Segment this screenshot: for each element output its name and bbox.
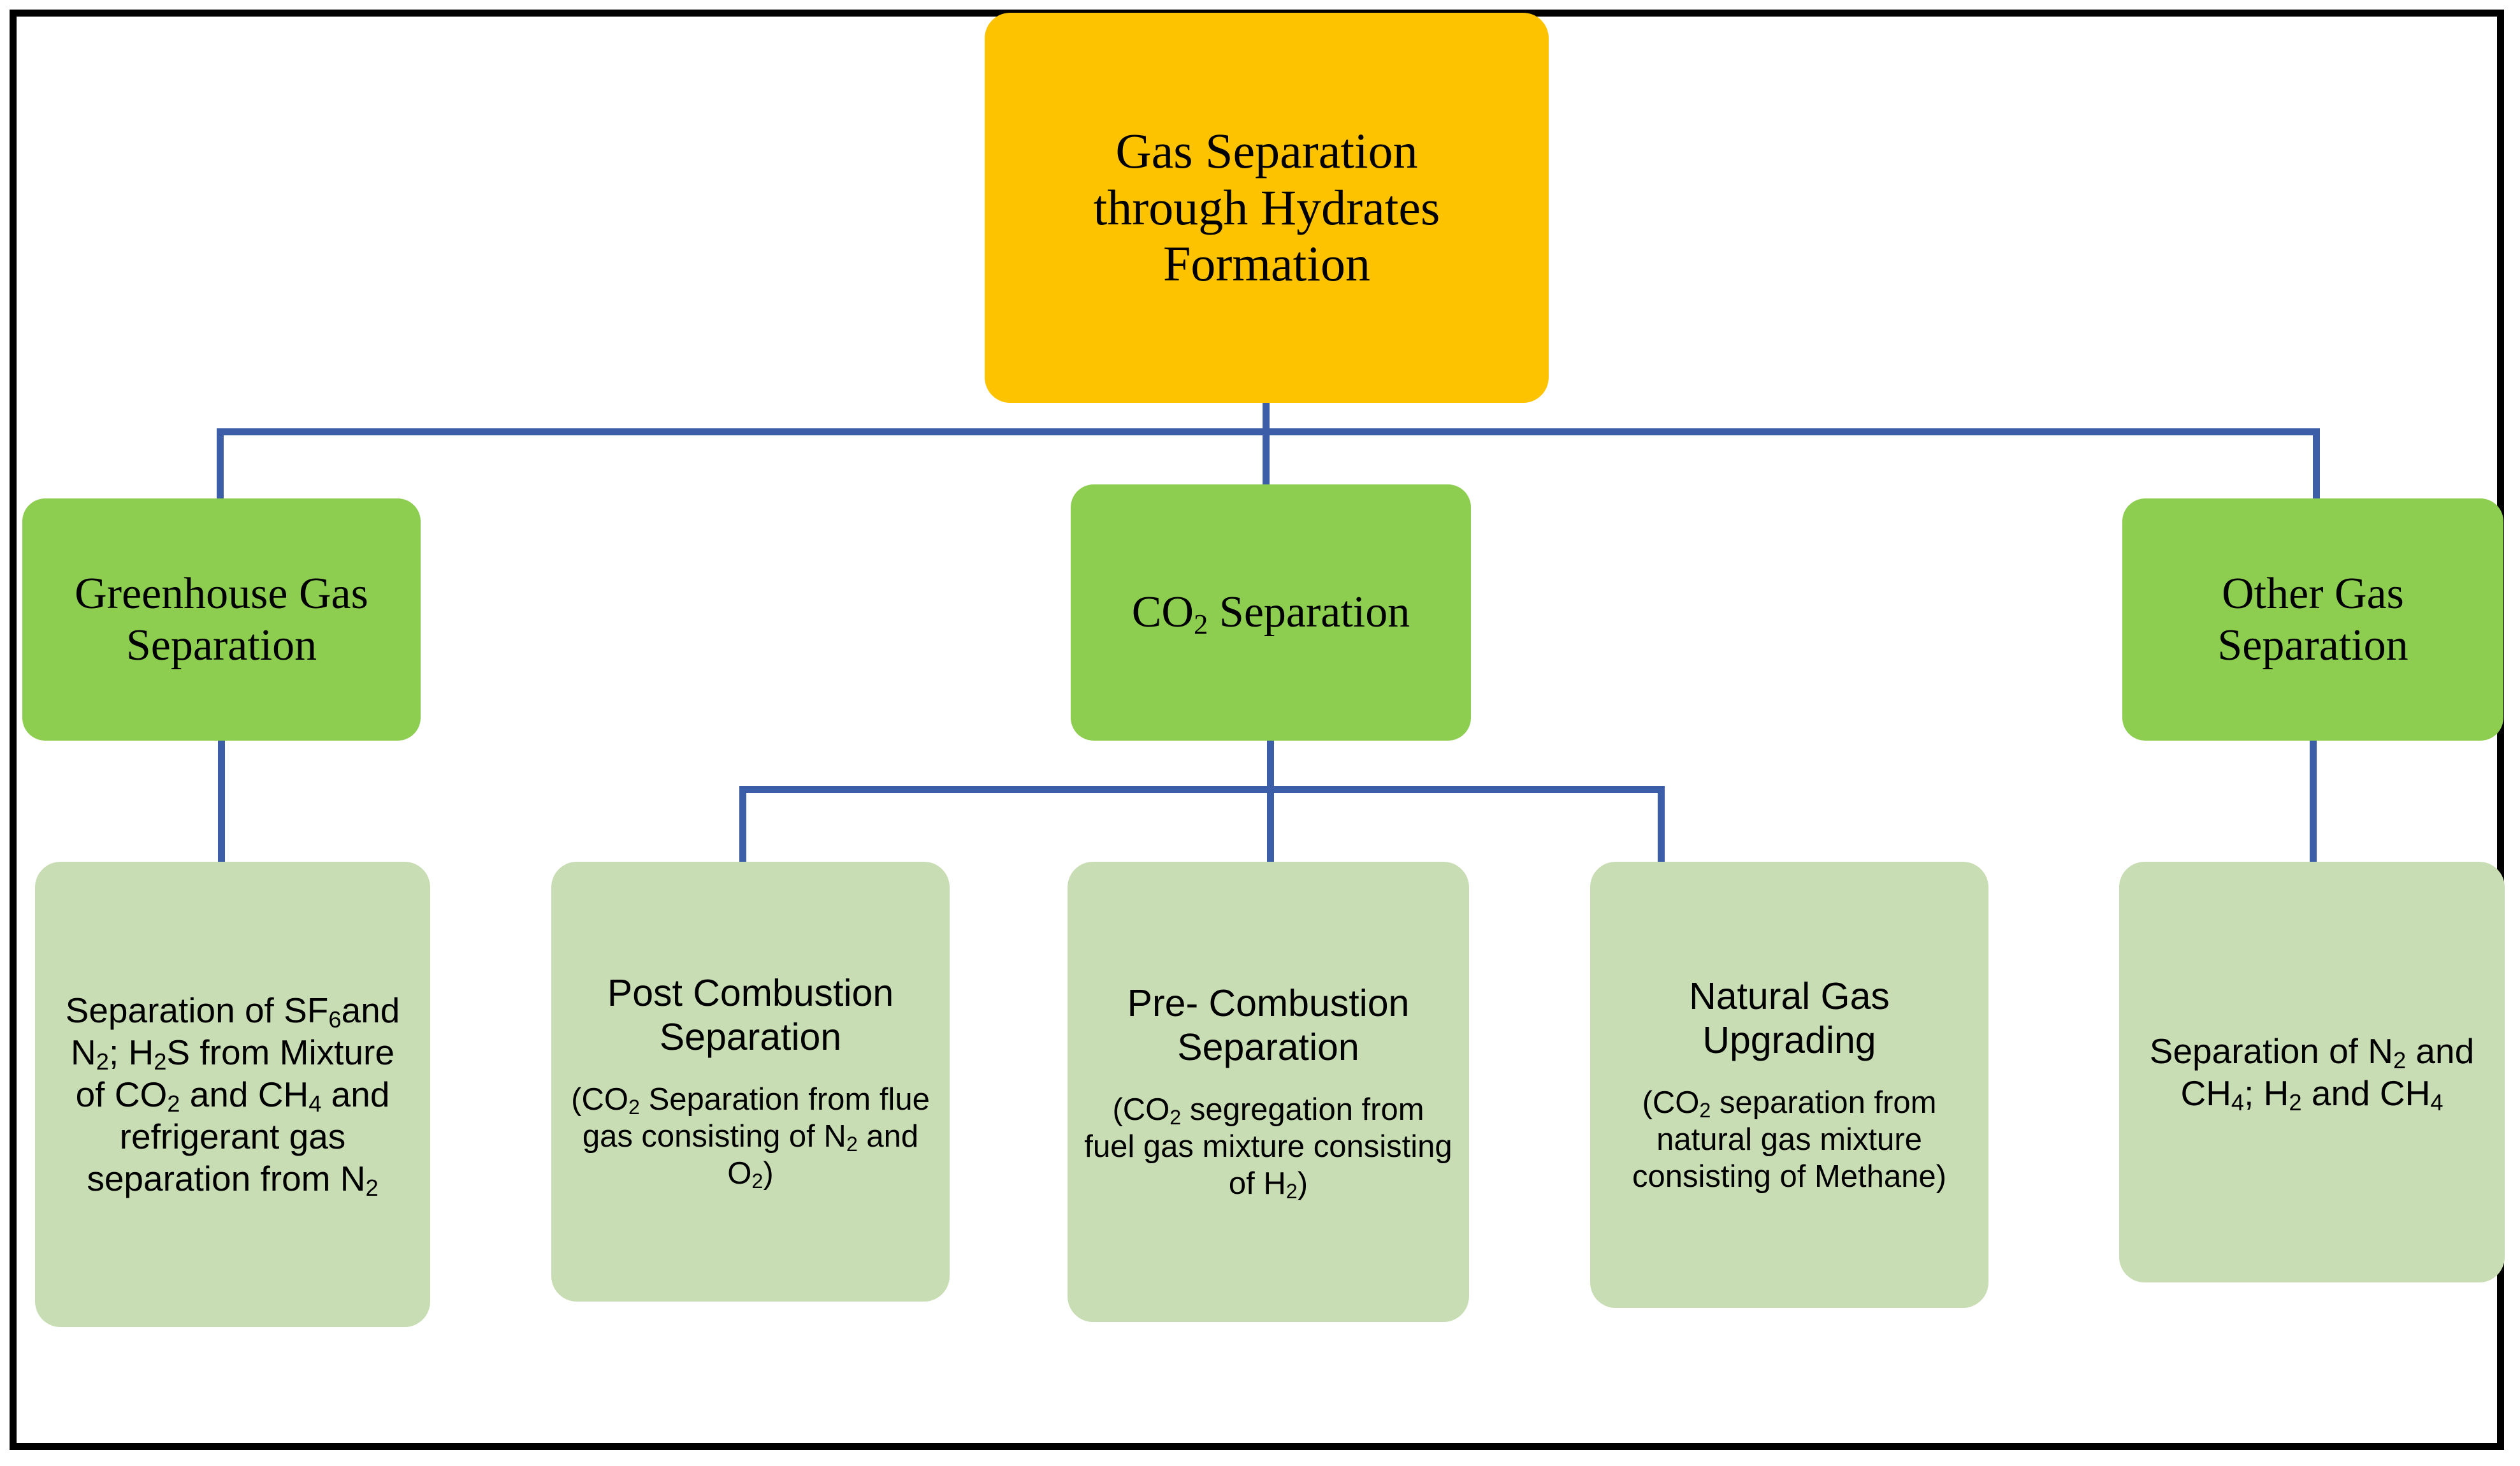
branch-node-other-gas-separation[interactable]: Other Gas Separation — [2122, 498, 2503, 741]
leaf-natural-gas-title: Natural Gas Upgrading — [1689, 975, 1890, 1062]
root-node-label-line1: Gas Separation — [1115, 122, 1418, 178]
branch-other-label-line1: Other Gas — [2222, 569, 2404, 618]
leaf-pre-combustion-title: Pre- Combustion Separation — [1127, 982, 1410, 1069]
branch-co2-label-pre: CO — [1131, 588, 1194, 637]
root-node-label-line3: Formation — [1163, 236, 1370, 292]
connector-drop-greenhouse — [217, 428, 224, 498]
connector-greenhouse-to-leaf — [218, 741, 225, 862]
leaf-node-natural-gas-upgrading[interactable]: Natural Gas Upgrading (CO2 separation fr… — [1590, 862, 1988, 1308]
leaf-other-gas-body: Separation of N2 and CH4; H2 and CH4 — [2149, 1031, 2475, 1115]
leaf-node-post-combustion-separation[interactable]: Post Combustion Separation (CO2 Separati… — [551, 862, 950, 1302]
branch-greenhouse-label-line2: Separation — [126, 621, 317, 670]
leaf-pre-combustion-subtext: (CO2 segregation from fuel gas mixture c… — [1084, 1092, 1452, 1203]
branch-other-label-line2: Separation — [2217, 621, 2408, 670]
root-node-label-line2: through Hydrates — [1093, 179, 1440, 235]
leaf-node-other-gas-separation-detail[interactable]: Separation of N2 and CH4; H2 and CH4 — [2119, 862, 2505, 1282]
connector-drop-post-combustion — [739, 786, 746, 862]
connector-drop-co2 — [1263, 428, 1270, 498]
connector-drop-natural-gas — [1658, 786, 1665, 862]
connector-root-stem — [1263, 403, 1270, 432]
leaf-greenhouse-body: Separation of SF6and N2; H2S from Mixtur… — [65, 991, 400, 1201]
branch-co2-label-subscript: 2 — [1193, 608, 1208, 641]
connector-drop-pre-combustion — [1267, 786, 1274, 862]
leaf-node-pre-combustion-separation[interactable]: Pre- Combustion Separation (CO2 segregat… — [1068, 862, 1469, 1322]
branch-co2-label: CO2 Separation — [1131, 586, 1410, 641]
connector-co2-bus — [739, 786, 1665, 793]
connector-other-to-leaf — [2310, 741, 2317, 862]
connector-co2-stem — [1267, 741, 1274, 790]
leaf-node-greenhouse-separation-detail[interactable]: Separation of SF6and N2; H2S from Mixtur… — [35, 862, 430, 1327]
branch-greenhouse-label-line1: Greenhouse Gas — [75, 569, 368, 618]
leaf-post-combustion-title: Post Combustion Separation — [607, 971, 894, 1059]
branch-node-greenhouse-gas-separation[interactable]: Greenhouse Gas Separation — [22, 498, 421, 741]
root-node-gas-separation-through-hydrates-formation[interactable]: Gas Separation through Hydrates Formatio… — [985, 13, 1549, 403]
connector-drop-other — [2313, 428, 2320, 498]
branch-node-co2-separation[interactable]: CO2 Separation — [1071, 484, 1471, 741]
branch-co2-label-post: Separation — [1208, 588, 1410, 637]
leaf-natural-gas-subtext: (CO2 separation from natural gas mixture… — [1632, 1085, 1946, 1194]
leaf-post-combustion-subtext: (CO2 Separation from flue gas consisting… — [571, 1082, 930, 1193]
